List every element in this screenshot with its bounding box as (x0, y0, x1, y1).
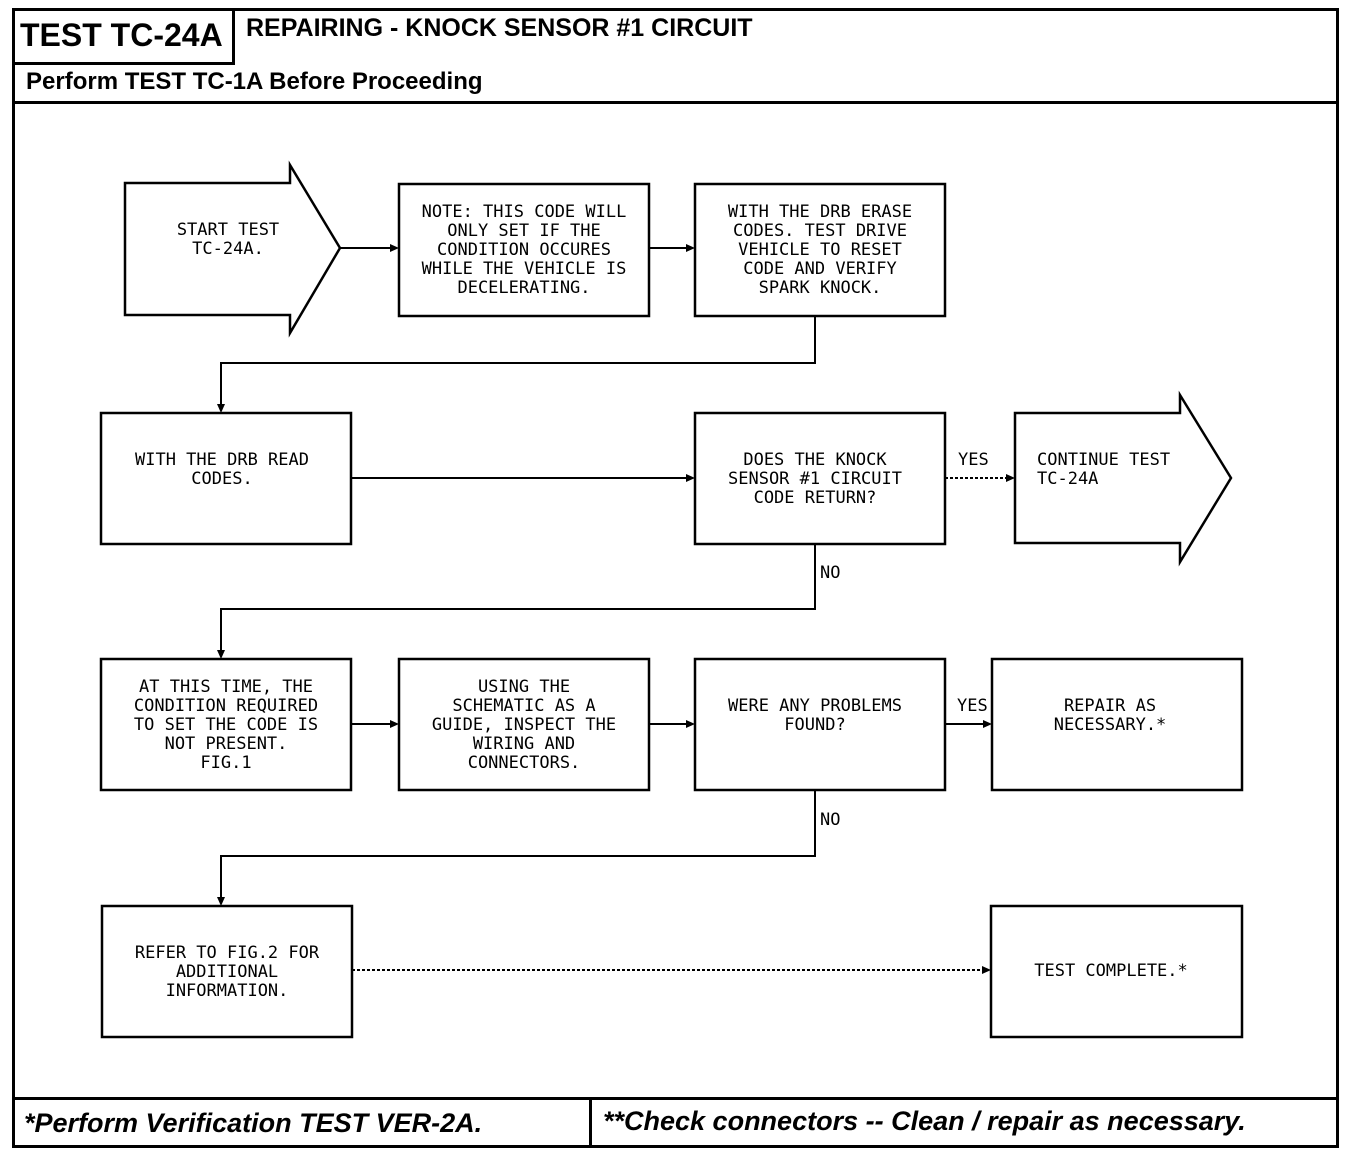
page-title: REPAIRING - KNOCK SENSOR #1 CIRCUIT (246, 14, 753, 42)
no-label-1: NO (820, 563, 840, 583)
does-return-text-line: CODE RETURN? (754, 488, 877, 508)
footer-split (589, 1097, 592, 1148)
does-return-text-line: SENSOR #1 CIRCUIT (728, 469, 902, 489)
continue-text-line: CONTINUE TEST (1037, 450, 1170, 470)
connector-note-erase (649, 244, 695, 252)
refer-text-line: INFORMATION. (166, 981, 289, 1001)
start-text-line: START TEST (177, 220, 279, 240)
connector-start-note (340, 244, 399, 252)
subtitle-divider (12, 101, 1339, 104)
page-subtitle: Perform TEST TC-1A Before Proceeding (26, 68, 483, 95)
erase-text-line: SPARK KNOCK. (759, 278, 882, 298)
erase-text-line: WITH THE DRB ERASE (728, 202, 912, 222)
refer-box (100, 904, 354, 1039)
yes-label-2: YES (957, 696, 988, 716)
connector-erase-read (217, 316, 816, 413)
problems-text-line: FOUND? (784, 715, 845, 735)
erase-text-line: CODE AND VERIFY (743, 259, 897, 279)
using-text-line: GUIDE, INSPECT THE (432, 715, 616, 735)
using-text-line: USING THE (478, 677, 570, 697)
continue-arrow-shape (1013, 390, 1233, 567)
start-text-line: TC-24A. (192, 239, 264, 259)
header-divider (12, 62, 235, 65)
connector-problems-refer-no (217, 790, 816, 906)
at-this-time-text-line: TO SET THE CODE IS (134, 715, 318, 735)
footer-note-right: **Check connectors -- Clean / repair as … (603, 1106, 1246, 1136)
complete-box (989, 904, 1244, 1039)
repair-box (990, 657, 1244, 792)
connector-using-problems (649, 720, 695, 728)
page-frame (12, 8, 1339, 1148)
connector-problems-repair-yes (945, 720, 992, 728)
does-return-text-line: DOES THE KNOCK (743, 450, 887, 470)
footer-note-left: *Perform Verification TEST VER-2A. (24, 1108, 483, 1138)
footer-divider (12, 1097, 1339, 1100)
continue-text-line: TC-24A (1037, 469, 1098, 489)
yes-label-1: YES (958, 450, 989, 470)
note-text-line: DECELERATING. (457, 278, 590, 298)
read-text-line: WITH THE DRB READ (135, 450, 309, 470)
repair-text-line: REPAIR AS (1064, 696, 1156, 716)
no-label-2: NO (820, 810, 840, 830)
at-this-time-text-line: FIG.1 (200, 753, 251, 773)
complete-text-line: TEST COMPLETE.* (1034, 961, 1188, 981)
note-box (397, 182, 651, 318)
using-text-line: SCHEMATIC AS A (452, 696, 595, 716)
repair-text-line: NECESSARY.* (1054, 715, 1167, 735)
using-text-line: WIRING AND (473, 734, 575, 754)
refer-text-line: REFER TO FIG.2 FOR (135, 943, 320, 963)
connector-read-does (351, 474, 695, 482)
at-this-time-text-line: CONDITION REQUIRED (134, 696, 318, 716)
erase-box (693, 182, 947, 318)
erase-text-line: CODES. TEST DRIVE (733, 221, 907, 241)
refer-text-line: ADDITIONAL (176, 962, 278, 982)
note-text-line: CONDITION OCCURES (437, 240, 611, 260)
at-this-time-text-line: NOT PRESENT. (165, 734, 288, 754)
complete-text: TEST COMPLETE.* (1034, 961, 1188, 981)
read-text-line: CODES. (191, 469, 252, 489)
erase-text-line: VEHICLE TO RESET (738, 240, 902, 260)
using-text-line: CONNECTORS. (468, 753, 581, 773)
note-text-line: NOTE: THIS CODE WILL (422, 202, 627, 222)
at-this-time-text-line: AT THIS TIME, THE (139, 677, 313, 697)
note-text-line: WHILE THE VEHICLE IS (422, 259, 627, 279)
connector-attime-using (351, 720, 399, 728)
problems-text-line: WERE ANY PROBLEMS (728, 696, 902, 716)
connector-does-attime-no (217, 544, 816, 659)
connector-does-continue-yes (945, 474, 1015, 482)
connector-refer-complete (352, 966, 991, 974)
note-text-line: ONLY SET IF THE (447, 221, 601, 241)
start-arrow-shape (123, 160, 342, 338)
